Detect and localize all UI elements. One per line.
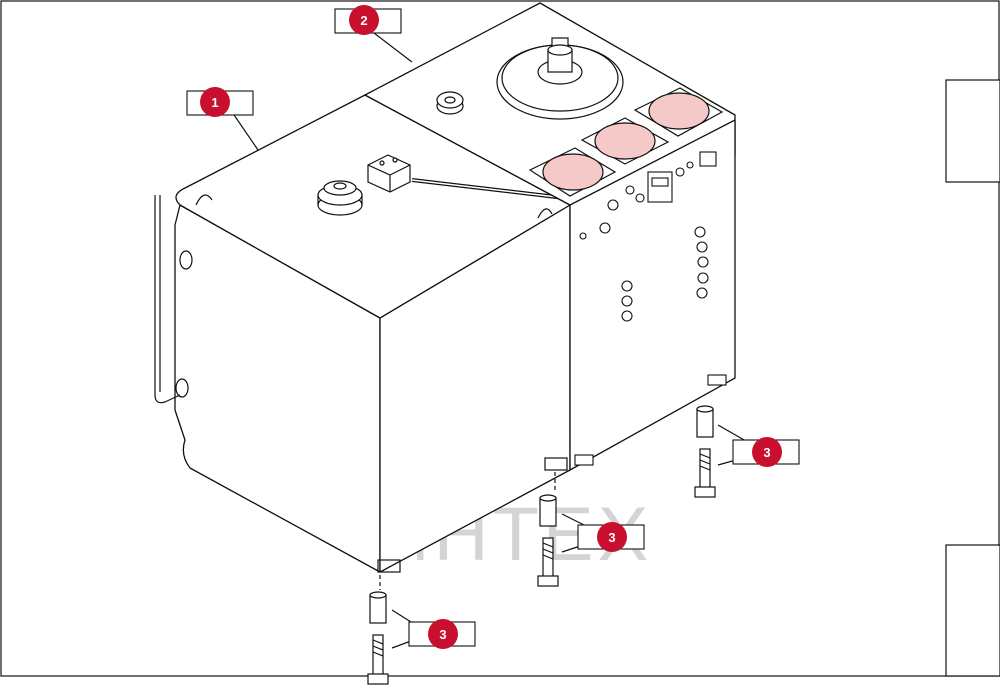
callout-marker xyxy=(349,5,379,35)
filter-1 xyxy=(528,147,617,197)
mount-set-left xyxy=(367,591,389,685)
bolt-head xyxy=(694,486,716,498)
callout-4: 3 xyxy=(577,522,645,552)
callout-marker xyxy=(597,522,627,552)
valve-block xyxy=(625,151,717,203)
spacer xyxy=(369,594,387,624)
callout-3: 3 xyxy=(408,619,476,649)
callout-label: 2 xyxy=(360,13,367,28)
callout-label: 1 xyxy=(211,95,218,110)
filter-2 xyxy=(580,117,670,165)
callout-2: 2 xyxy=(334,5,402,35)
bolt-head xyxy=(537,575,559,587)
tank-main xyxy=(174,94,571,573)
filter-housings xyxy=(528,87,724,197)
mount-set-middle xyxy=(537,494,559,587)
mount-set-right xyxy=(694,405,716,498)
callout-label: 3 xyxy=(763,445,770,460)
callout-label: 3 xyxy=(439,627,446,642)
spacer xyxy=(539,497,557,527)
callout-5: 3 xyxy=(732,437,800,467)
callout-marker xyxy=(428,619,458,649)
top-port xyxy=(436,91,464,115)
filter-3 xyxy=(633,87,724,137)
motor-flange xyxy=(496,37,624,120)
side-tab-upper xyxy=(945,79,1000,183)
callout-label: 3 xyxy=(608,530,615,545)
tank-main-details xyxy=(154,194,568,590)
callout-marker xyxy=(200,87,230,117)
spacer xyxy=(696,408,714,438)
tank-rear-feet xyxy=(574,374,727,466)
breather-block xyxy=(367,154,411,193)
callout-marker xyxy=(752,437,782,467)
bolt-head xyxy=(367,673,389,685)
callouts: 1 2 3 3 3 xyxy=(186,5,800,649)
side-tab-lower xyxy=(945,544,1000,677)
filler-cap xyxy=(317,180,363,216)
fittings xyxy=(579,199,709,322)
callout-1: 1 xyxy=(186,87,254,117)
